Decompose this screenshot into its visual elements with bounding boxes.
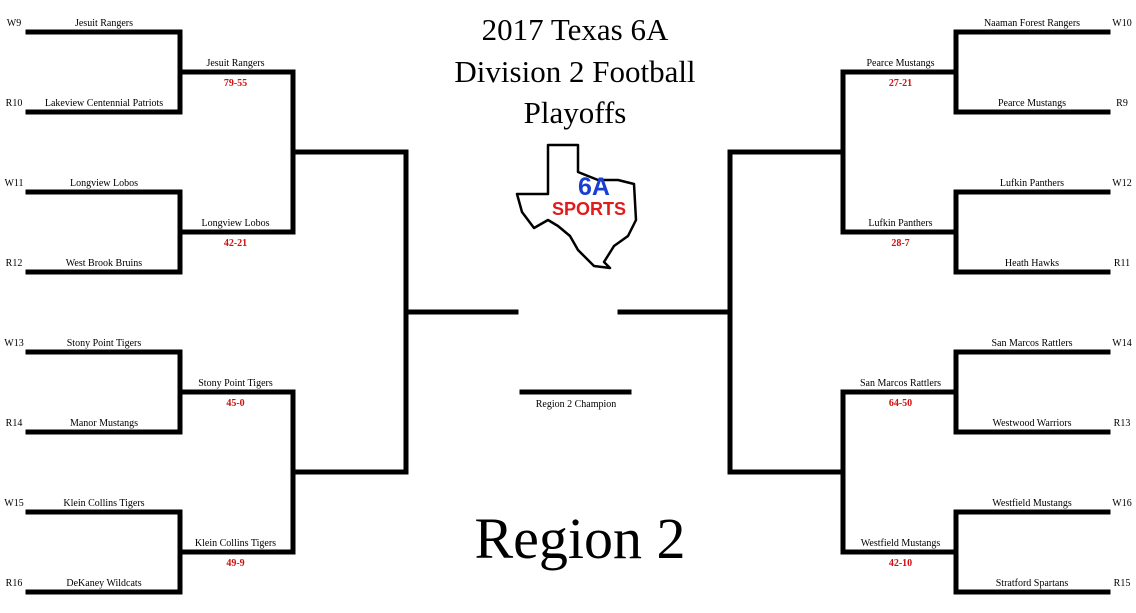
left-r1-team-2: Longview Lobos — [70, 178, 138, 189]
region-label: Region 2 — [474, 506, 685, 571]
right-r1-seed-6: W16 — [1112, 498, 1131, 509]
right-r1-seed-3: R11 — [1114, 258, 1130, 269]
right-r1-team-2: Lufkin Panthers — [1000, 178, 1064, 189]
right-r2-team-1: Lufkin Panthers — [868, 218, 932, 229]
right-r1-seed-4: W14 — [1112, 338, 1131, 349]
right-r1-team-3: Heath Hawks — [1005, 258, 1059, 269]
left-r1-team-0: Jesuit Rangers — [75, 18, 133, 29]
left-r1-seed-4: W13 — [4, 338, 23, 349]
right-r1-team-6: Westfield Mustangs — [992, 498, 1072, 509]
left-r1-team-6: Klein Collins Tigers — [63, 498, 144, 509]
left-r2-score-2: 45-0 — [226, 398, 244, 409]
left-r2-team-1: Longview Lobos — [201, 218, 269, 229]
title-line-3: Playoffs — [524, 95, 627, 130]
left-r1-seed-5: R14 — [6, 418, 23, 429]
right-r1-seed-0: W10 — [1112, 18, 1131, 29]
left-r2-score-3: 49-9 — [226, 558, 244, 569]
right-r1-team-1: Pearce Mustangs — [998, 98, 1066, 109]
left-r1-team-1: Lakeview Centennial Patriots — [45, 98, 163, 109]
left-r1-team-4: Stony Point Tigers — [67, 338, 142, 349]
left-r1-seed-1: R10 — [6, 98, 23, 109]
title-line-2: Division 2 Football — [454, 54, 695, 89]
texas-outline-icon — [515, 143, 638, 270]
left-r2-team-0: Jesuit Rangers — [206, 58, 264, 69]
left-r2-score-0: 79-55 — [224, 78, 247, 89]
right-r1-team-0: Naaman Forest Rangers — [984, 18, 1080, 29]
right-r1-team-7: Stratford Spartans — [996, 578, 1069, 589]
left-r1-team-5: Manor Mustangs — [70, 418, 138, 429]
texas-6a-sports-logo: 6A SPORTS — [515, 143, 638, 270]
right-r2-score-3: 42-10 — [889, 558, 912, 569]
left-r1-seed-3: R12 — [6, 258, 23, 269]
left-r1-seed-0: W9 — [7, 18, 21, 29]
left-r2-team-3: Klein Collins Tigers — [195, 538, 276, 549]
right-r1-team-5: Westwood Warriors — [992, 418, 1071, 429]
right-r2-score-2: 64-50 — [889, 398, 912, 409]
left-r1-team-7: DeKaney Wildcats — [66, 578, 141, 589]
logo-sports-text: SPORTS — [552, 199, 626, 219]
right-r2-score-1: 28-7 — [891, 238, 909, 249]
left-r1-seed-7: R16 — [6, 578, 23, 589]
left-r2-team-2: Stony Point Tigers — [198, 378, 273, 389]
right-r2-score-0: 27-21 — [889, 78, 912, 89]
left-r1-team-3: West Brook Bruins — [66, 258, 143, 269]
right-r1-seed-7: R15 — [1114, 578, 1131, 589]
left-r2-score-1: 42-21 — [224, 238, 247, 249]
left-r1-seed-6: W15 — [4, 498, 23, 509]
right-r2-team-3: Westfield Mustangs — [861, 538, 941, 549]
champion-label: Region 2 Champion — [536, 399, 617, 410]
right-r1-team-4: San Marcos Rattlers — [991, 338, 1072, 349]
logo-6a-text: 6A — [578, 173, 610, 201]
right-r2-team-0: Pearce Mustangs — [866, 58, 934, 69]
right-r2-team-2: San Marcos Rattlers — [860, 378, 941, 389]
right-r1-seed-1: R9 — [1116, 98, 1128, 109]
left-r1-seed-2: W11 — [4, 178, 23, 189]
right-r1-seed-5: R13 — [1114, 418, 1131, 429]
right-r1-seed-2: W12 — [1112, 178, 1131, 189]
title-line-1: 2017 Texas 6A — [482, 12, 669, 47]
